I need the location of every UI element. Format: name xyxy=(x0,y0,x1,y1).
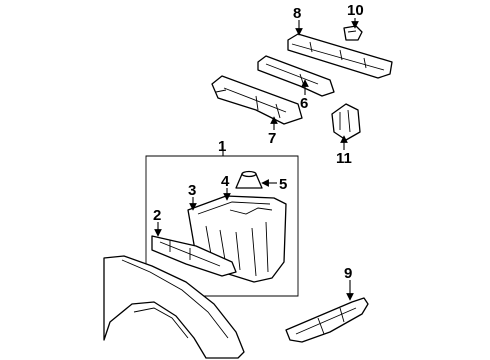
part-11-support xyxy=(331,103,361,141)
callout-4: 4 xyxy=(221,173,230,190)
callout-10: 10 xyxy=(347,2,364,19)
part-2-reinforcement xyxy=(151,235,237,277)
fender xyxy=(103,255,245,359)
callout-11: 11 xyxy=(336,150,352,167)
callout-8: 8 xyxy=(293,5,301,22)
part-10-bracket xyxy=(343,25,363,41)
callout-6: 6 xyxy=(300,95,308,112)
part-6-middle-rail xyxy=(257,55,335,97)
part-7-lower-rail xyxy=(211,75,303,125)
callout-5: 5 xyxy=(279,176,287,193)
callout-3: 3 xyxy=(188,182,196,199)
callout-9: 9 xyxy=(344,265,352,282)
part-4-strut-mount xyxy=(235,170,263,189)
part-9-lower-rail xyxy=(285,297,369,343)
callout-7: 7 xyxy=(268,130,276,147)
callout-1-bracket-box xyxy=(145,155,299,297)
callout-2: 2 xyxy=(153,207,161,224)
callout-1: 1 xyxy=(218,138,226,155)
